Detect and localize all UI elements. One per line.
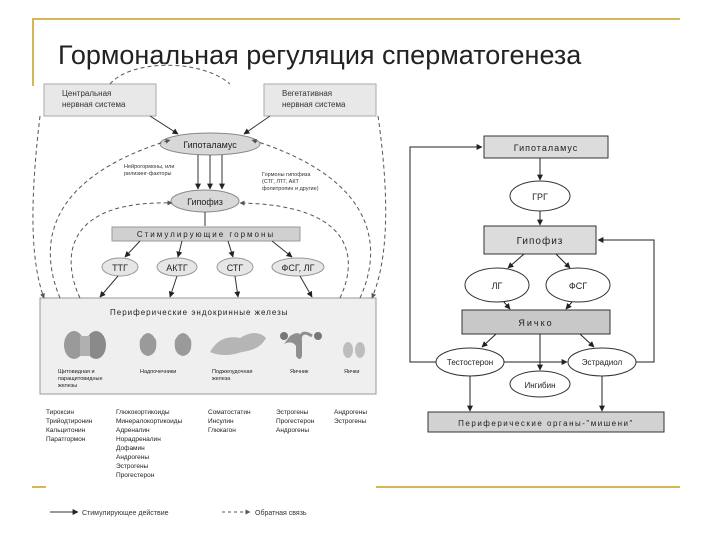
hormone-list-testes: Андрогены Эстрогены bbox=[334, 409, 367, 425]
frame-left-line bbox=[32, 18, 34, 86]
ans-label-2: нервная система bbox=[282, 100, 346, 109]
r-pituitary-box bbox=[483, 225, 597, 255]
r-hypothalamus-box bbox=[483, 135, 609, 159]
fsg-lg-label: ФСГ, ЛГ bbox=[282, 263, 315, 273]
stimulating-hormones-label: Стимулирующие гормоны bbox=[137, 230, 275, 239]
gland-thyroid-2: паращитовидные bbox=[58, 376, 103, 382]
left-diagram: Центральная нервная система Вегетативная… bbox=[32, 64, 387, 517]
hormone-list-pancreas: Соматостатин Инсулин Глюкагон bbox=[208, 409, 251, 434]
cns-label-1: Центральная bbox=[62, 89, 111, 98]
fsg-lg-node bbox=[271, 257, 325, 277]
gland-testes: Яички bbox=[344, 369, 359, 375]
testes-image bbox=[343, 342, 365, 358]
neurohormones-note-2: рилизинг-факторы bbox=[124, 171, 172, 177]
r-lg-label: ЛГ bbox=[492, 281, 503, 291]
cns-label-2: нервная система bbox=[62, 100, 126, 109]
pituitary-hormones-note-2: (СТГ, ЛТГ, АКТ bbox=[262, 179, 300, 185]
frame-top-line bbox=[32, 18, 680, 20]
r-lg-node bbox=[464, 267, 530, 303]
gland-thyroid-3: железы bbox=[58, 383, 77, 389]
r-inhibin-node bbox=[509, 370, 571, 398]
stg-label: СТГ bbox=[227, 263, 244, 273]
ttg-node bbox=[101, 257, 139, 277]
legend-stim-label: Стимулирующее действие bbox=[82, 509, 169, 517]
svg-text:Эстрогены: Эстрогены bbox=[334, 418, 367, 425]
svg-text:Кальцитонин: Кальцитонин bbox=[46, 427, 86, 434]
thyroid-image bbox=[64, 331, 106, 359]
svg-text:Глюкокортикоиды: Глюкокортикоиды bbox=[116, 409, 170, 416]
frame-bottom-line-right bbox=[376, 486, 680, 488]
r-fsg-node bbox=[545, 267, 611, 303]
r-inhibin-label: Ингибин bbox=[524, 381, 555, 390]
ans-box bbox=[263, 83, 377, 117]
hormone-list-ovary: Эстрогены Прогестерон Андрогены bbox=[276, 409, 315, 434]
svg-text:Трийодтиронин: Трийодтиронин bbox=[46, 417, 93, 425]
ovary-image bbox=[280, 331, 322, 359]
svg-text:Андрогены: Андрогены bbox=[116, 454, 149, 461]
r-testis-box bbox=[461, 309, 611, 335]
gland-adrenal: Надпочечники bbox=[140, 369, 176, 375]
r-grg-label: ГРГ bbox=[532, 192, 548, 202]
pancreas-image bbox=[210, 333, 266, 355]
aktg-label: АКТГ bbox=[166, 263, 188, 273]
svg-text:Адреналин: Адреналин bbox=[116, 427, 150, 434]
stimulating-hormones-band bbox=[111, 226, 301, 242]
right-diagram: Гипоталамус ГРГ Гипофиз ЛГ ФСГ Яичко Тес… bbox=[409, 135, 665, 433]
gland-ovary: Яичник bbox=[290, 369, 309, 375]
svg-text:Соматостатин: Соматостатин bbox=[208, 409, 251, 416]
hormone-list-thyroid: Тироксин Трийодтиронин Кальцитонин Парат… bbox=[46, 409, 93, 443]
r-testosterone-label: Тестостерон bbox=[447, 358, 493, 367]
slide-title: Гормональная регуляция сперматогенеза bbox=[58, 40, 582, 70]
svg-text:Паратгормон: Паратгормон bbox=[46, 436, 86, 443]
gland-thyroid-1: Щитовидная и bbox=[58, 369, 95, 375]
svg-text:Минералокортикоиды: Минералокортикоиды bbox=[116, 418, 183, 425]
cns-box bbox=[43, 83, 157, 117]
peripheral-glands-label: Периферические эндокринные железы bbox=[110, 308, 289, 317]
svg-text:Тироксин: Тироксин bbox=[46, 409, 74, 416]
r-estradiol-label: Эстрадиол bbox=[582, 358, 623, 367]
r-targets-box bbox=[427, 411, 665, 433]
svg-text:Андрогены: Андрогены bbox=[334, 409, 367, 416]
r-fsg-label: ФСГ bbox=[569, 281, 587, 291]
svg-text:Прогестерон: Прогестерон bbox=[276, 418, 315, 425]
ttg-label: ТТГ bbox=[112, 263, 128, 273]
r-targets-label: Периферические органы-"мишени" bbox=[458, 419, 634, 428]
ans-label-1: Вегетативная bbox=[282, 89, 332, 98]
adrenal-image bbox=[139, 333, 192, 356]
frame-bottom-line bbox=[32, 486, 46, 488]
legend-fb-label: Обратная связь bbox=[255, 509, 307, 517]
gland-pancreas-1: Поджелудочная bbox=[212, 369, 253, 375]
hormone-list-adrenal: Глюкокортикоиды Минералокортикоиды Адрен… bbox=[116, 409, 183, 479]
svg-text:Инсулин: Инсулин bbox=[208, 418, 234, 425]
r-testis-label: Яичко bbox=[518, 318, 553, 328]
pituitary-label: Гипофиз bbox=[187, 197, 223, 207]
svg-text:Эстрогены: Эстрогены bbox=[276, 409, 309, 416]
neurohormones-note-1: Нейрогормоны, или bbox=[124, 163, 174, 170]
svg-text:Норадреналин: Норадреналин bbox=[116, 436, 161, 443]
svg-text:Глюкагон: Глюкагон bbox=[208, 427, 236, 434]
svg-text:Прогестерон: Прогестерон bbox=[116, 472, 155, 479]
hypothalamus-label: Гипоталамус bbox=[183, 140, 237, 150]
svg-text:Дофамин: Дофамин bbox=[116, 445, 145, 452]
gland-pancreas-2: железа bbox=[212, 376, 231, 382]
svg-text:Эстрогены: Эстрогены bbox=[116, 463, 149, 470]
r-hypothalamus-label: Гипоталамус bbox=[514, 143, 579, 153]
r-pituitary-label: Гипофиз bbox=[517, 235, 564, 247]
svg-text:Андрогены: Андрогены bbox=[276, 427, 309, 434]
pituitary-hormones-note-3: фолитропин и другие) bbox=[262, 186, 319, 192]
pituitary-hormones-note-1: Гормоны гипофиза bbox=[262, 172, 311, 178]
